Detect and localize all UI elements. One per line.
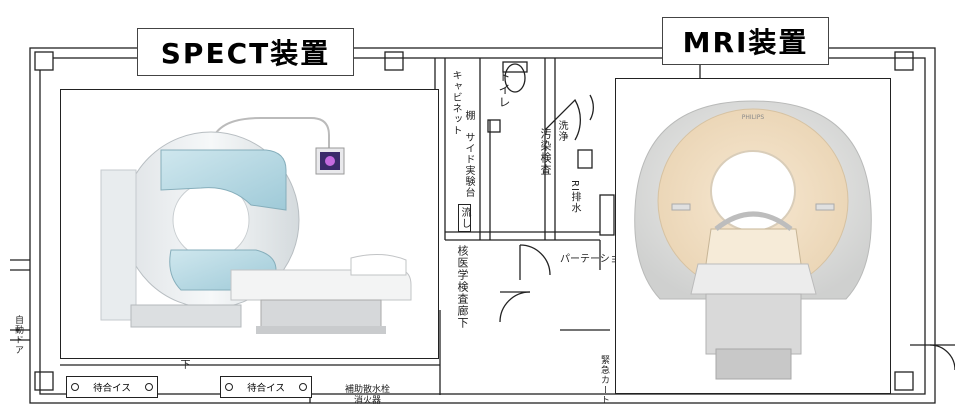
mri-brand-text: PHILIPS — [742, 114, 765, 121]
fire-hydrant-label: 補助散水栓 消火器 — [345, 385, 391, 406]
sink-label: 流し — [458, 204, 471, 232]
nuclear-corridor-label: 核医学検査廊下 — [456, 245, 469, 329]
spect-photo — [60, 89, 439, 359]
toilet-label: トイレ — [497, 70, 511, 109]
waiting-chair-1: 待合イス — [66, 376, 158, 398]
side-bench-label: サイド実験台 — [463, 132, 474, 198]
spect-title: SPECT装置 — [137, 28, 354, 76]
cabinet-label: キャビネット — [450, 70, 461, 136]
mri-scanner-image: PHILIPS — [616, 79, 890, 393]
emergency-cart-label: 緊急カート — [599, 355, 609, 405]
wash-label: 洗浄 — [556, 120, 567, 142]
corridor-label: 廊下 — [178, 348, 189, 370]
waiting-chair-2: 待合イス — [220, 376, 312, 398]
partition-label: パーテーション — [560, 254, 630, 265]
auto-door-label: 自動ドア — [13, 315, 23, 355]
mri-photo: PHILIPS — [615, 78, 891, 394]
waiting-chair-1-label: 待合イス — [93, 383, 131, 394]
mri-title: MRI装置 — [662, 17, 829, 65]
waiting-chair-2-label: 待合イス — [247, 383, 285, 394]
contamination-check-label: 汚染検査 — [539, 128, 552, 176]
drain-label: RI排水 — [569, 180, 580, 214]
shelf-label: 棚 — [463, 110, 474, 121]
spect-scanner-image — [61, 90, 438, 358]
